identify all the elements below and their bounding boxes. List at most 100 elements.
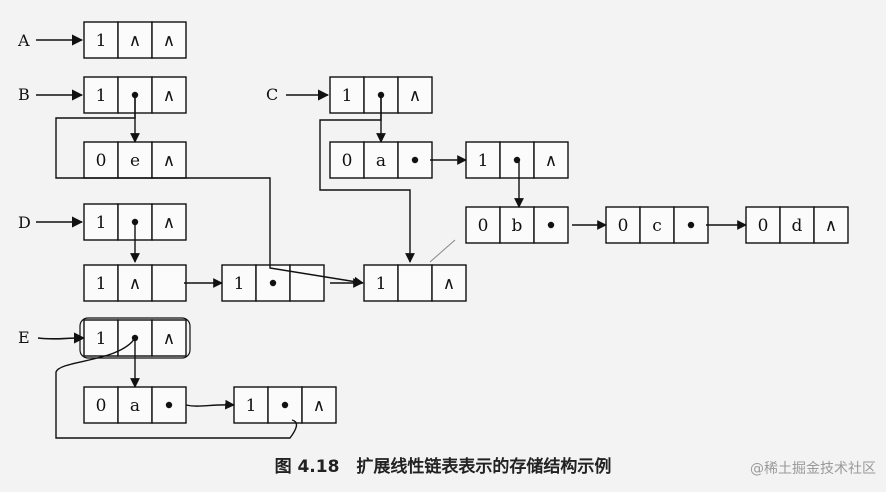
node-cell-text: ∧ xyxy=(129,274,141,294)
node-cell xyxy=(813,206,849,244)
node-cell-text: a xyxy=(130,396,140,416)
pointer-dot xyxy=(269,279,277,287)
node-d2: 1∧ xyxy=(83,264,187,302)
node-cell-text: 0 xyxy=(342,151,353,171)
node-cell xyxy=(83,264,119,302)
node-b2: 0 e ∧ xyxy=(83,141,187,179)
node-cell-text: 0 xyxy=(96,151,107,171)
pointer-label-a: A xyxy=(17,31,30,50)
node-cell-text: ∧ xyxy=(443,274,455,294)
pointer-label-b: B xyxy=(18,85,30,104)
node-cell-text: 1 xyxy=(246,396,257,416)
node-cell xyxy=(397,141,433,179)
pointer-label-d: D xyxy=(18,213,31,232)
pointer-dot xyxy=(687,221,695,229)
node-cell-text: ∧ xyxy=(129,31,141,51)
edge-e-loop xyxy=(55,337,298,439)
node-cell xyxy=(151,319,187,357)
pointer-dot xyxy=(165,401,173,409)
node-d1: 1∧ xyxy=(83,203,187,241)
node-cell-text: c xyxy=(652,216,662,236)
link-edges xyxy=(55,95,747,439)
node-cell-text: 1 xyxy=(96,86,107,106)
scan-mark xyxy=(429,239,456,263)
node-a1: 1 ∧ ∧ xyxy=(83,21,187,59)
head-pointer-arrows xyxy=(36,34,330,344)
node-cell xyxy=(83,203,119,241)
node-d4: 1∧ xyxy=(363,264,467,302)
node-cell-text: e xyxy=(130,151,140,171)
node-cell xyxy=(151,76,187,114)
node-cell-text: 1 xyxy=(478,151,489,171)
node-cell xyxy=(117,21,153,59)
pointer-dot xyxy=(411,156,419,164)
pointer-labels: A B C D E xyxy=(17,31,278,347)
node-cell-text: ∧ xyxy=(163,151,175,171)
node-cell-text: 0 xyxy=(618,216,629,236)
node-cell-text: 1 xyxy=(342,86,353,106)
node-cell xyxy=(117,386,153,424)
node-e3: 1∧ xyxy=(233,386,337,424)
pointer-dot xyxy=(547,221,555,229)
node-cell xyxy=(151,203,187,241)
figure-caption: 图 4.18 扩展线性链表表示的存储结构示例 xyxy=(274,457,612,477)
node-cell xyxy=(465,141,501,179)
node-cell-text: a xyxy=(376,151,386,171)
node-cell-text: 1 xyxy=(96,31,107,51)
node-cell xyxy=(83,21,119,59)
node-cell-text: 1 xyxy=(234,274,245,294)
pointer-label-c: C xyxy=(266,85,278,104)
node-cell-text: d xyxy=(792,216,803,236)
node-cell xyxy=(673,206,709,244)
node-cell xyxy=(533,141,569,179)
edge-e2-e3 xyxy=(185,399,235,410)
node-cell xyxy=(397,264,433,302)
node-cell-text: ∧ xyxy=(163,86,175,106)
node-cell xyxy=(117,141,153,179)
node-cell xyxy=(151,21,187,59)
node-cell-text: ∧ xyxy=(313,396,325,416)
node-cell xyxy=(289,264,325,302)
node-cell-text: 1 xyxy=(96,213,107,233)
node-cell xyxy=(83,76,119,114)
node-c6: 0 d ∧ xyxy=(745,206,849,244)
node-cell-text: b xyxy=(512,216,523,236)
node-cell xyxy=(329,76,365,114)
edge-b1-d4 xyxy=(55,95,364,287)
node-cell xyxy=(329,141,365,179)
node-cell xyxy=(431,264,467,302)
watermark-text: @稀土掘金技术社区 xyxy=(750,461,876,477)
node-cell-text: 1 xyxy=(376,274,387,294)
node-d3: 1 xyxy=(221,264,325,302)
node-cell xyxy=(151,141,187,179)
node-cell-text: 1 xyxy=(96,329,107,349)
node-cell-text: 0 xyxy=(96,396,107,416)
node-cell-text: ∧ xyxy=(163,213,175,233)
node-cell-text: ∧ xyxy=(409,86,421,106)
node-cell-text: ∧ xyxy=(163,329,175,349)
node-cell xyxy=(533,206,569,244)
pointer-dot xyxy=(281,401,289,409)
pointer-label-e: E xyxy=(18,328,30,347)
node-cell xyxy=(151,264,187,302)
node-cell-text: ∧ xyxy=(163,31,175,51)
node-cell xyxy=(83,319,119,357)
edge-c1-d4 xyxy=(319,95,415,263)
node-cell-text: ∧ xyxy=(545,151,557,171)
node-cell xyxy=(499,206,535,244)
node-cell-text: ∧ xyxy=(825,216,837,236)
node-cell xyxy=(301,386,337,424)
node-cell xyxy=(605,206,641,244)
node-cell-text: 1 xyxy=(96,274,107,294)
pointer-arrow-e xyxy=(37,332,86,344)
node-cell xyxy=(397,76,433,114)
node-cell-text: 0 xyxy=(478,216,489,236)
node-cell-text: 0 xyxy=(758,216,769,236)
node-cell xyxy=(117,264,153,302)
